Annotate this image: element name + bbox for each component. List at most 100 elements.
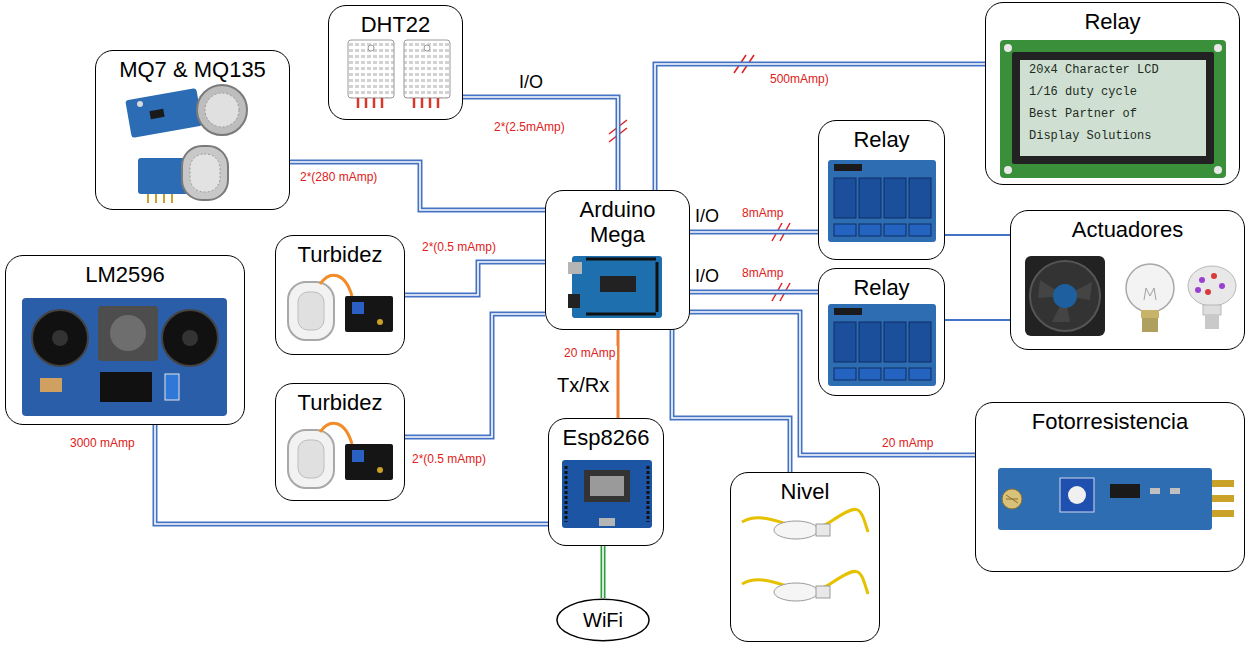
- component-name: Esp8266: [563, 425, 650, 450]
- wire-connector: [690, 292, 818, 293]
- component-box: Fotorresistencia: [975, 402, 1245, 572]
- photoresistor-icon: [1150, 488, 1160, 494]
- wire-connector: [945, 320, 1010, 321]
- component-name: Turbidez: [298, 242, 383, 267]
- gas-sensor-icon: [138, 158, 188, 194]
- wire-line: [945, 319, 1010, 321]
- actuators-icon: [1025, 256, 1236, 336]
- current-label: 2*(2.5mAmp): [492, 120, 567, 134]
- component-name: Actuadores: [1072, 217, 1183, 242]
- relay-module-icon: [859, 178, 881, 218]
- actuators-icon: [1038, 280, 1092, 322]
- component-box: Actuadores: [1010, 210, 1245, 350]
- relay-module-icon: [834, 322, 856, 362]
- photoresistor-icon: [1212, 480, 1234, 487]
- buck-converter-icon: [110, 315, 146, 351]
- relay-module-icon: [828, 304, 936, 386]
- component-name: MQ7 & MQ135: [119, 57, 266, 82]
- actuators-icon: [1053, 284, 1077, 308]
- arduino-board-icon: [600, 276, 636, 292]
- actuators-icon: [1142, 318, 1158, 332]
- signal-label: I/O: [694, 266, 720, 287]
- relay-module-icon: [828, 304, 936, 386]
- dht22-sensor-icon: [381, 98, 384, 108]
- wire-gap: [690, 291, 818, 293]
- wire-line: [945, 234, 1010, 236]
- dht22-sensor-icon: [373, 98, 376, 108]
- dht22-sensor-icon: [421, 98, 424, 108]
- buck-converter-icon: [182, 330, 198, 346]
- wire-line: [290, 162, 545, 210]
- relay-module-icon: [834, 164, 862, 171]
- turbidity-sensor-icon: [298, 292, 324, 330]
- relay-module-icon: [884, 224, 906, 236]
- wire-connector: [603, 546, 604, 598]
- current-label: 3000 mAmp: [68, 436, 137, 450]
- relay-module-icon: [909, 178, 931, 218]
- turbidity-sensor-icon: [288, 430, 334, 488]
- arduino-board-icon: [568, 294, 580, 308]
- current-label: 2*(280 mAmp): [298, 170, 379, 184]
- wire-gap: [690, 231, 818, 233]
- esp8266-board-icon: [590, 476, 624, 496]
- network-ellipse: WiFi: [556, 598, 650, 642]
- photoresistor-icon: [1006, 495, 1018, 503]
- wire-line: [690, 312, 975, 455]
- lcd-display-icon: [1020, 60, 1206, 156]
- photoresistor-icon: [1002, 489, 1022, 509]
- turbidity-sensor-icon: [377, 467, 383, 473]
- relay-module-icon: [884, 322, 906, 362]
- actuators-icon: [1211, 273, 1217, 279]
- dht22-sensor-icon: [365, 98, 368, 108]
- gas-sensor-icon: [147, 194, 149, 203]
- ellipse-outline: [557, 599, 649, 640]
- photoresistor-icon: [1212, 495, 1234, 502]
- relay-module-icon: [909, 322, 931, 362]
- wire-gap: [672, 330, 790, 472]
- actuators-icon: [1199, 277, 1205, 283]
- lcd-display-icon: [1004, 166, 1012, 174]
- actuators-icon: [1141, 310, 1159, 318]
- buck-converter-icon: [32, 310, 88, 366]
- photoresistor-icon: [1068, 486, 1086, 504]
- component-box: Relay: [818, 268, 945, 396]
- float-switch-icon: [816, 586, 830, 598]
- lcd-text: Display Solutions: [1028, 130, 1152, 144]
- dht22-sensor-icon: [357, 98, 360, 108]
- relay-module-icon: [834, 224, 856, 236]
- lcd-display-icon: [1214, 44, 1222, 52]
- component-box: Nivel: [730, 472, 880, 642]
- gas-sensor-icon: [171, 194, 173, 203]
- turbidity-sensor-icon: [288, 282, 334, 340]
- component-name: Arduino Mega: [558, 197, 678, 248]
- wire-line: [155, 425, 548, 524]
- gas-sensor-icon: [125, 85, 247, 203]
- current-label: 2*(0.5 mAmp): [410, 452, 488, 466]
- photoresistor-icon: [1170, 488, 1180, 494]
- wire-connector: [690, 312, 975, 455]
- esp8266-board-icon: [562, 460, 652, 528]
- actuators-icon: [1025, 256, 1105, 336]
- component-name: Relay: [853, 275, 909, 300]
- dht22-sensor-icon: [413, 98, 416, 108]
- wire-gap: [463, 97, 618, 190]
- lcd-text: Best Partner of: [1028, 108, 1138, 122]
- actuators-icon: [1205, 289, 1211, 295]
- component-box: DHT22: [328, 5, 463, 120]
- lcd-display-icon: [1004, 44, 1012, 52]
- current-label: 8mAmp: [740, 266, 785, 280]
- turbidity-sensor-icon: [352, 450, 364, 462]
- relay-module-icon: [884, 368, 906, 380]
- relay-module-icon: [859, 322, 881, 362]
- wire-gap: [690, 312, 975, 455]
- dht22-sensor-icon: [348, 40, 450, 108]
- component-name: Relay: [1084, 9, 1140, 34]
- arduino-board-icon: [656, 262, 659, 312]
- wire-gap: [655, 64, 985, 190]
- wire-connector: [463, 97, 618, 190]
- turbidity-sensor-icon: [320, 275, 352, 296]
- actuators-icon: [1203, 305, 1221, 315]
- component-name: Nivel: [781, 479, 830, 504]
- component-box: MQ7 & MQ135: [95, 50, 290, 210]
